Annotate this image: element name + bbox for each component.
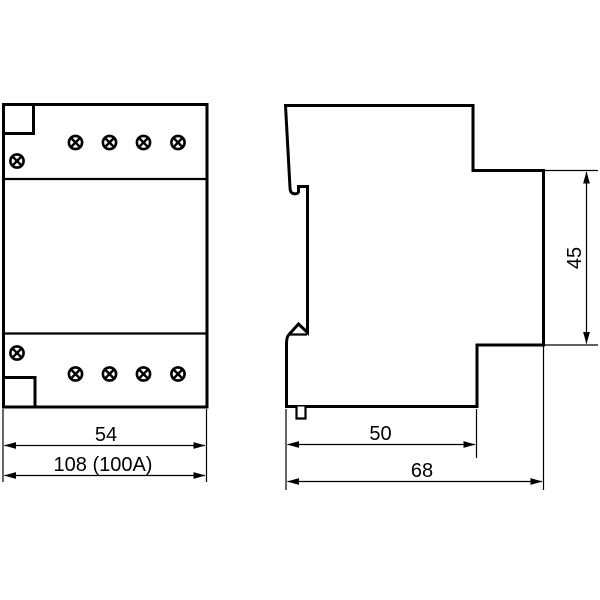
front-top-left-notch bbox=[4, 105, 35, 135]
screw-terminal-icon bbox=[9, 153, 25, 169]
screw-terminal-icon bbox=[135, 134, 152, 151]
side-view-outline bbox=[283, 104, 545, 408]
front-width-total-label: 108 (100A) bbox=[54, 454, 153, 476]
side-front-height-label: 45 bbox=[564, 247, 586, 269]
screw-terminal-icon bbox=[135, 366, 152, 382]
front-width-label: 54 bbox=[95, 424, 117, 446]
screw-terminal-icon bbox=[170, 366, 186, 382]
screw-terminal-icon bbox=[170, 134, 186, 151]
screw-terminal-icon bbox=[101, 366, 118, 382]
front-view-dimensions: 54 108 (100A) bbox=[2, 409, 208, 482]
front-view-outline bbox=[2, 103, 209, 409]
screw-terminal-icon bbox=[67, 366, 84, 382]
front-view bbox=[2, 103, 209, 409]
side-depth-total-label: 68 bbox=[411, 460, 433, 482]
front-bottom-left-notch bbox=[4, 376, 37, 406]
screw-terminal-icon bbox=[9, 345, 25, 361]
side-depth-label: 50 bbox=[369, 423, 391, 445]
screw-terminal-icon bbox=[67, 134, 84, 151]
side-view-dimensions: 50 68 45 bbox=[285, 169, 598, 490]
side-view bbox=[283, 104, 545, 420]
side-bottom-foot bbox=[295, 406, 307, 420]
screw-terminal-icon bbox=[101, 134, 118, 151]
